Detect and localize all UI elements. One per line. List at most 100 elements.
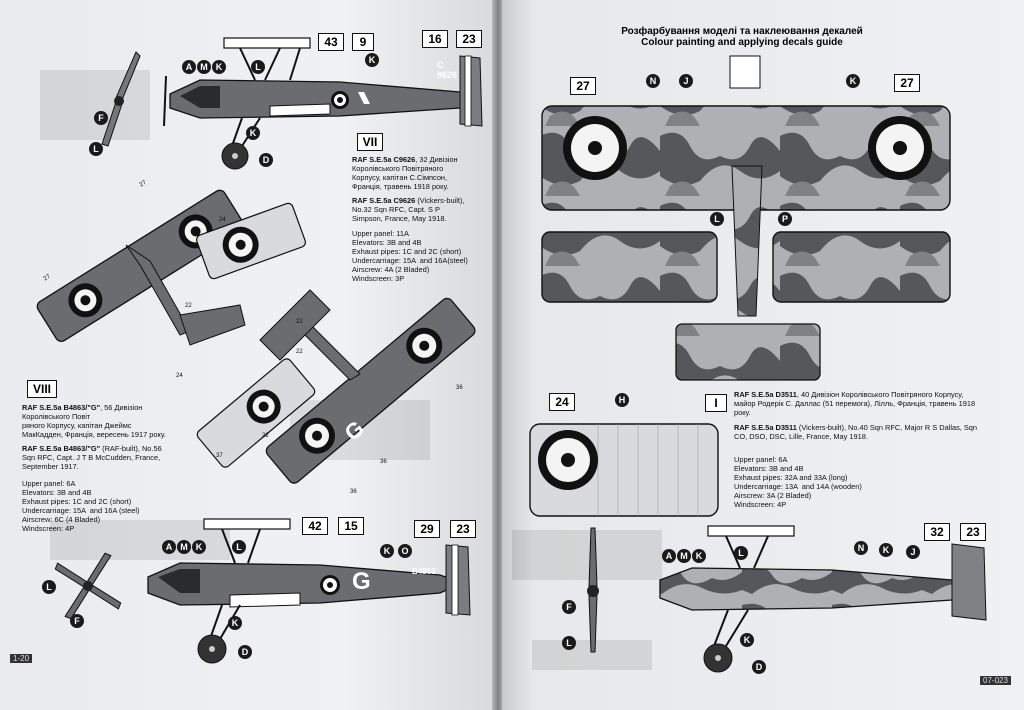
callout-k: K [246, 126, 260, 140]
propeller-2-blade [587, 527, 599, 653]
show-through-ghost [512, 530, 662, 670]
decal-number: 22 [185, 303, 192, 309]
decal-number: 22 [262, 433, 269, 439]
callout-h: H [615, 393, 629, 407]
callout-m: M [177, 540, 191, 554]
callout-15: 15 [338, 517, 364, 535]
i-ua-block: RAF S.E.5a D3511, 40 Дивізіон Королівськ… [734, 390, 975, 417]
viii-ua-text: , 56 Дивізіон Королівського Повіт ряного… [22, 403, 166, 439]
callout-29: 29 [414, 520, 440, 538]
section-label-viii: VIII [27, 380, 57, 398]
decal-number: 36 [380, 459, 387, 465]
section-label-i: I [705, 394, 727, 412]
i-specs: Upper panel: 6A Elevators: 3B and 4B Exh… [734, 455, 862, 509]
header-ua: Розфарбування моделі та наклеювання дека… [621, 26, 863, 37]
callout-l: L [89, 142, 103, 156]
callout-p: P [778, 212, 792, 226]
decal-number: 37 [216, 453, 223, 459]
callout-l: L [734, 546, 748, 560]
plan-view-lower-viii [196, 358, 316, 468]
callout-j: J [679, 74, 693, 88]
callout-k: K [740, 633, 754, 647]
decal-number: 36 [456, 385, 463, 391]
decal-number: 22 [296, 319, 303, 325]
callout-k: K [365, 53, 379, 67]
viii-specs: Upper panel: 6A Elevators: 3B and 4B Exh… [22, 479, 140, 533]
callout-23: 23 [450, 520, 476, 538]
viii-en-title: RAF S.E.5a B4863/"G" [22, 444, 101, 453]
propeller-4-blade [54, 552, 122, 620]
vii-en-block: RAF S.E.5a C9626 (Vickers-built), No.32 … [352, 196, 464, 223]
aircraft-profile-viii [147, 518, 471, 664]
callout-d: D [259, 153, 273, 167]
vii-specs: Upper panel: 11A Elevators: 3B and 4B Ex… [352, 229, 468, 283]
callout-16: 16 [422, 30, 448, 48]
vii-ua-block: RAF S.E.5a C9626, 32 Дивізіон Королівськ… [352, 155, 458, 191]
right-page: Розфарбування моделі та наклеювання дека… [502, 0, 1024, 710]
left-page: 43 9 16 23 C 9626 A M K L K K D F L VII … [0, 0, 494, 710]
vii-ua-text: , 32 Дивізіон Королівського Повітряного … [352, 155, 458, 191]
callout-l: L [232, 540, 246, 554]
page-number: 07-023 [980, 676, 1011, 685]
callout-k: K [192, 540, 206, 554]
callout-24: 24 [549, 393, 575, 411]
callout-k: K [228, 616, 242, 630]
viii-ua-title: RAF S.E.5a B4863/"G" [22, 403, 101, 412]
i-en-block: RAF S.E.5a D3511 (Vickers-built), No.40 … [734, 423, 977, 441]
decal-number: 36 [350, 489, 357, 495]
callout-k: K [212, 60, 226, 74]
vii-en-text: (Vickers-built), No.32 Sqn RFC, Capt. S … [352, 196, 465, 223]
callout-a: A [162, 540, 176, 554]
i-ua-text: , 40 Дивізіон Королівського Повітряного … [734, 390, 976, 417]
callout-23: 23 [456, 30, 482, 48]
callout-m: M [677, 549, 691, 563]
callout-27: 27 [570, 77, 596, 95]
vii-ua-title: RAF S.E.5a C9626 [352, 155, 416, 164]
callout-d: D [238, 645, 252, 659]
viii-en-text: (RAF-built), No.56 Sqn RFC, Capt. J T B … [22, 444, 162, 471]
serial-marking: C 9626 [437, 60, 458, 80]
top-view-camouflage [541, 55, 951, 381]
i-ua-title: RAF S.E.5a D3511 [734, 390, 797, 399]
callout-n: N [646, 74, 660, 88]
callout-f: F [70, 614, 84, 628]
decal-number: 24 [219, 217, 226, 223]
callout-9: 9 [352, 33, 374, 51]
plan-view-lower-vii [196, 202, 306, 280]
header-en: Colour painting and applying decals guid… [641, 37, 843, 48]
callout-j: J [906, 545, 920, 559]
viii-ua-block: RAF S.E.5a B4863/"G", 56 Дивізіон Королі… [22, 403, 166, 439]
viii-en-block: RAF S.E.5a B4863/"G" (RAF-built), No.56 … [22, 444, 162, 471]
callout-k: K [846, 74, 860, 88]
book-spine [492, 0, 504, 710]
callout-43: 43 [318, 33, 344, 51]
callout-27: 27 [894, 74, 920, 92]
fuselage-letter-g: G [352, 568, 371, 595]
lower-wing-view [529, 423, 719, 517]
callout-n: N [854, 541, 868, 555]
callout-32: 32 [924, 523, 950, 541]
section-label-vii: VII [357, 133, 383, 151]
callout-o: O [398, 544, 412, 558]
i-en-title: RAF S.E.5a D3511 [734, 423, 797, 432]
callout-42: 42 [302, 517, 328, 535]
propeller-2-blade [101, 51, 141, 147]
i-en-text: (Vickers-built), No.40 Sqn RFC, Major R … [734, 423, 978, 441]
aircraft-profile-vii [163, 37, 483, 170]
vii-en-title: RAF S.E.5a C9626 [352, 196, 416, 205]
aircraft-profile-i [659, 525, 987, 673]
callout-a: A [182, 60, 196, 74]
serial-marking-b4863: B4863 [412, 567, 436, 576]
plan-view-upper-viii [259, 289, 476, 484]
callout-k: K [380, 544, 394, 558]
callout-d: D [752, 660, 766, 674]
callout-23: 23 [960, 523, 986, 541]
page-number: 1-20 [10, 654, 33, 663]
callout-m: M [197, 60, 211, 74]
decal-number: 24 [176, 373, 183, 379]
callout-l: L [710, 212, 724, 226]
callout-f: F [94, 111, 108, 125]
callout-k: K [879, 543, 893, 557]
callout-l: L [562, 636, 576, 650]
callout-l: L [251, 60, 265, 74]
